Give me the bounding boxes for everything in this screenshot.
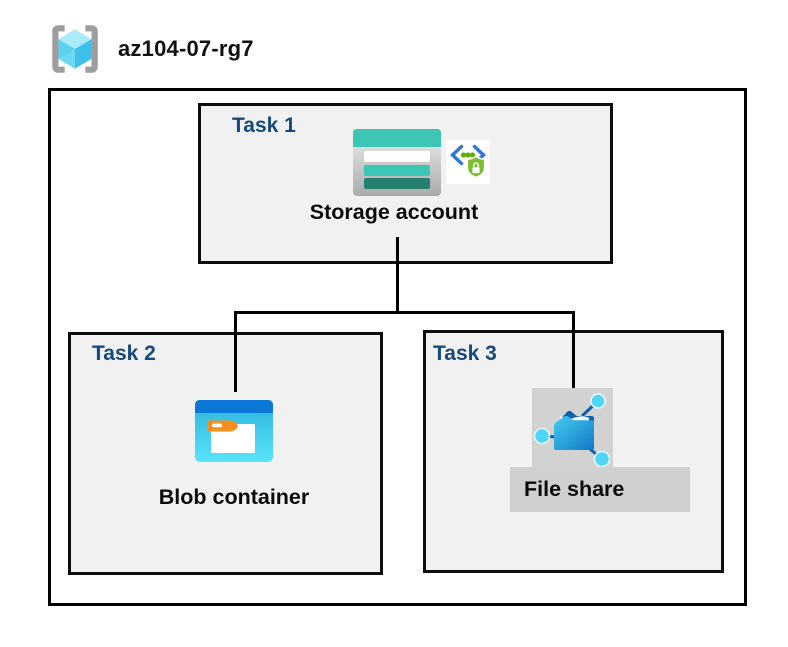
task2-box: Task 2 Blob container (68, 332, 383, 575)
file-share-label-background: File share (510, 467, 690, 512)
connector-storage-stem (396, 237, 399, 314)
connector-branch-horizontal (234, 311, 575, 314)
connector-to-blob-container (234, 311, 237, 392)
task2-label: Task 2 (92, 342, 156, 365)
resource-group-title: az104-07-rg7 (118, 36, 254, 61)
storage-account-label: Storage account (309, 200, 479, 224)
secure-access-icon (446, 140, 490, 184)
blob-container-label: Blob container (158, 485, 310, 509)
task3-label: Task 3 (433, 342, 497, 365)
resource-group-icon (52, 25, 98, 73)
task1-label: Task 1 (232, 114, 296, 137)
resource-group-header: az104-07-rg7 (44, 18, 254, 80)
file-share-icon-background (532, 388, 613, 468)
file-share-label: File share (524, 477, 625, 501)
blob-container-icon (195, 400, 273, 462)
task1-box: Task 1 (198, 103, 613, 264)
connector-to-file-share (572, 311, 575, 388)
resource-group-boundary: Task 1 (48, 88, 747, 606)
storage-account-icon (353, 129, 441, 196)
file-share-icon (533, 393, 611, 468)
